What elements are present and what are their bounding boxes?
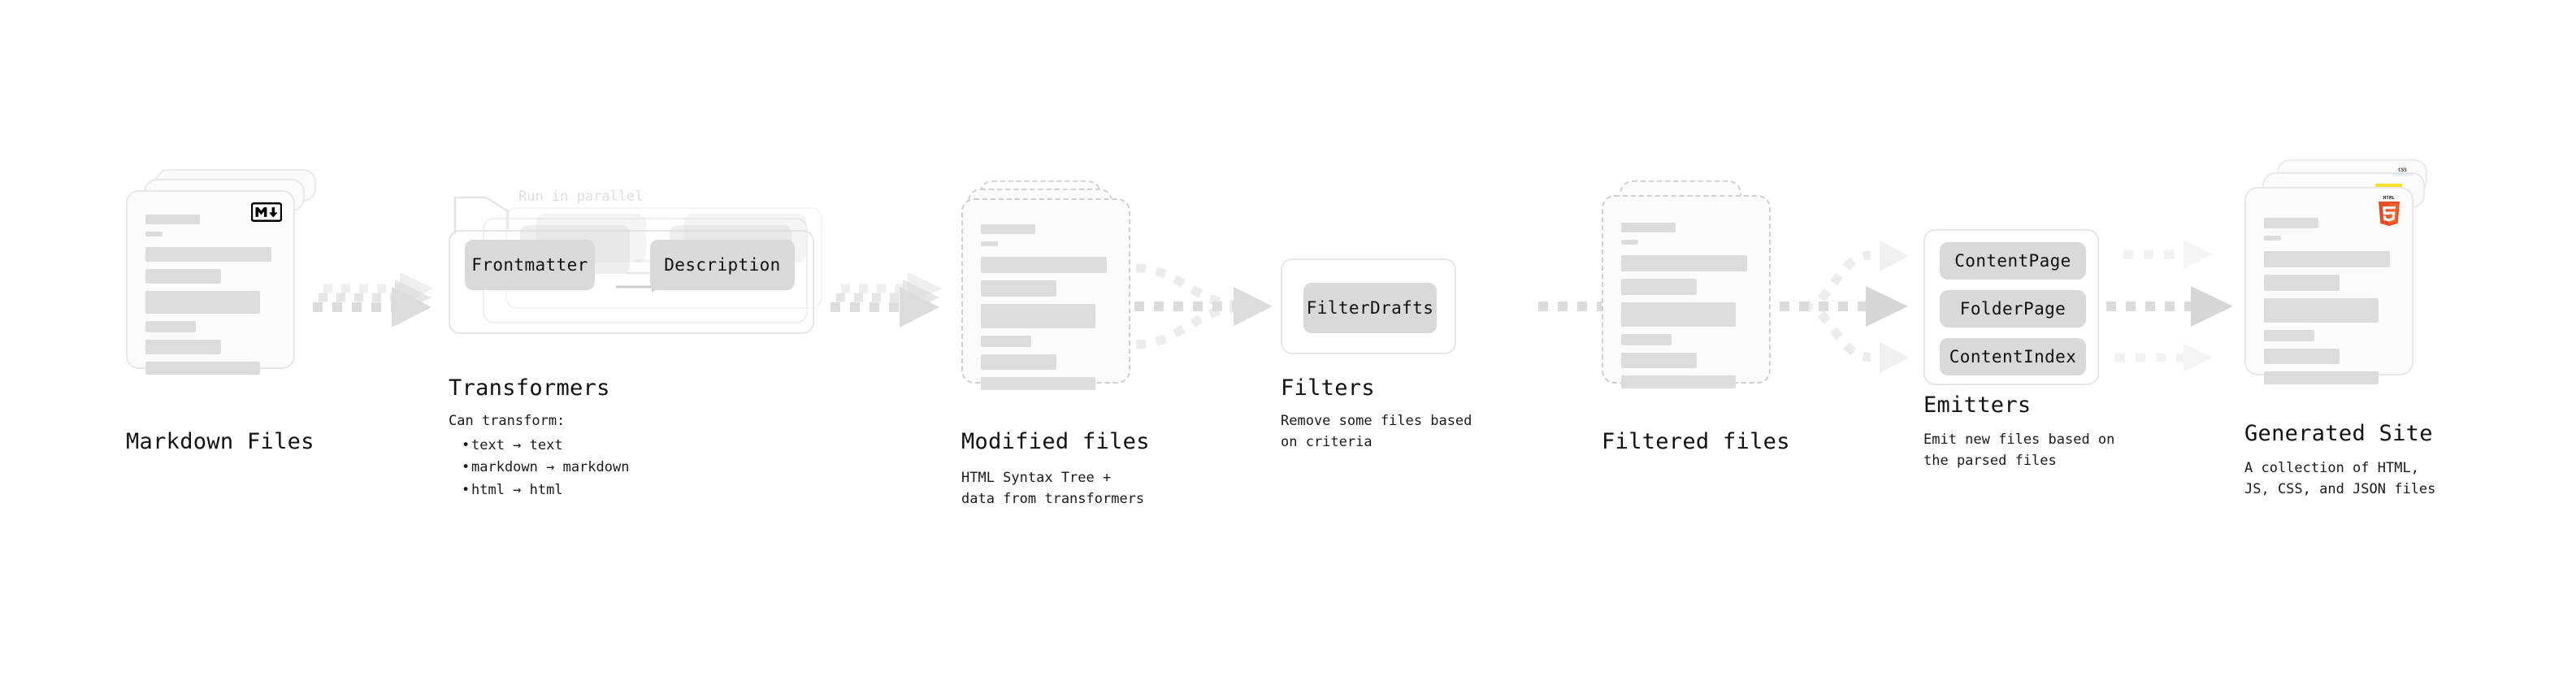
- svg-text:CSS: CSS: [2398, 167, 2407, 173]
- content-line: [981, 336, 1032, 347]
- generated-site-stack: CSS HTML: [2244, 159, 2456, 427]
- markdown-files-title: Markdown Files: [126, 429, 314, 454]
- svg-text:HTML: HTML: [2383, 196, 2396, 201]
- content-line: [145, 247, 272, 262]
- html5-icon: HTML: [2376, 195, 2402, 226]
- content-line: [2264, 251, 2391, 267]
- modified-file-card-front: [961, 198, 1130, 390]
- transformer-chip-frontmatter[interactable]: Frontmatter: [465, 240, 595, 290]
- content-line: [1621, 334, 1672, 345]
- markdown-file-card-front: [126, 190, 295, 375]
- content-line: [981, 377, 1095, 390]
- emitters-box: ContentPage FolderPage ContentIndex: [1923, 229, 2099, 385]
- filtered-file-card-front: [1602, 195, 1771, 388]
- content-line: [1621, 302, 1736, 327]
- content-line: [145, 340, 221, 354]
- emitter-chip-contentindex[interactable]: ContentIndex: [1940, 338, 2086, 375]
- transformers-bullet-list: text → text markdown → markdown html → h…: [449, 435, 629, 502]
- transformers-bullet-item: markdown → markdown: [462, 457, 629, 479]
- content-line: [145, 215, 201, 224]
- content-line: [981, 257, 1108, 273]
- transformer-chip-description[interactable]: Description: [650, 240, 795, 290]
- generated-site-title: Generated Site: [2244, 421, 2433, 446]
- transformer-box-front: [449, 230, 814, 334]
- content-line: [981, 280, 1056, 297]
- filters-title: Filters: [1281, 375, 1375, 401]
- filtered-files-stack: [1602, 180, 1805, 432]
- content-line: [1621, 255, 1748, 271]
- transformers-group: Frontmatter Description: [449, 207, 830, 354]
- markdown-files-stack: [126, 169, 329, 421]
- modified-files-title: Modified files: [961, 429, 1150, 454]
- emitter-chip-folderpage[interactable]: FolderPage: [1940, 290, 2086, 327]
- transformers-title: Transformers: [449, 375, 610, 401]
- content-line: [1621, 353, 1697, 368]
- content-line: [145, 362, 260, 375]
- content-line: [2264, 218, 2319, 228]
- content-line: [981, 241, 998, 246]
- filters-description: Remove some files based on criteria: [1281, 413, 1472, 451]
- transformers-bullet-item: text → text: [462, 435, 629, 458]
- content-line: [1621, 375, 1736, 388]
- arrow-emitters-to-site: [2106, 240, 2233, 372]
- generated-site-description: A collection of HTML, JS, CSS, and JSON …: [2244, 460, 2436, 498]
- transformers-bullets-lead: Can transform:: [449, 413, 566, 429]
- content-line: [2264, 298, 2379, 323]
- modified-files-description: HTML Syntax Tree + data from transformer…: [961, 470, 1145, 508]
- emitter-chip-contentpage[interactable]: ContentPage: [1940, 242, 2086, 280]
- arrow-transformers-to-modified: [830, 272, 942, 327]
- transformers-description: Can transform: text → text markdown → ma…: [449, 410, 629, 501]
- generated-file-card-html: HTML: [2244, 187, 2413, 384]
- arrow-markdown-to-transformers: [313, 272, 434, 327]
- filters-box: FilterDrafts: [1281, 258, 1456, 354]
- content-line: [145, 291, 260, 314]
- file-content-lines: [2264, 218, 2394, 392]
- file-content-lines: [1621, 223, 1751, 396]
- content-line: [1621, 240, 1638, 245]
- content-line: [145, 232, 163, 236]
- content-line: [2264, 349, 2340, 364]
- content-line: [1621, 223, 1676, 232]
- run-in-parallel-label: Run in parallel: [518, 189, 644, 205]
- content-line: [2264, 275, 2340, 291]
- filter-chip-filterdrafts[interactable]: FilterDrafts: [1303, 283, 1437, 333]
- markdown-icon: [251, 202, 282, 223]
- emitters-title: Emitters: [1923, 393, 2032, 418]
- filtered-files-title: Filtered files: [1602, 429, 1790, 454]
- content-line: [2264, 371, 2379, 384]
- content-line: [981, 304, 1095, 328]
- content-line: [981, 224, 1036, 234]
- modified-files-stack: [961, 180, 1164, 432]
- content-line: [2264, 330, 2315, 341]
- content-line: [145, 321, 197, 332]
- file-content-lines: [981, 224, 1111, 397]
- content-line: [1621, 279, 1697, 295]
- content-line: [2264, 236, 2281, 241]
- transformers-bullet-item: html → html: [462, 479, 629, 502]
- content-line: [145, 269, 221, 284]
- content-line: [981, 354, 1056, 370]
- file-content-lines: [145, 215, 275, 382]
- emitters-description: Emit new files based on the parsed files: [1923, 432, 2115, 470]
